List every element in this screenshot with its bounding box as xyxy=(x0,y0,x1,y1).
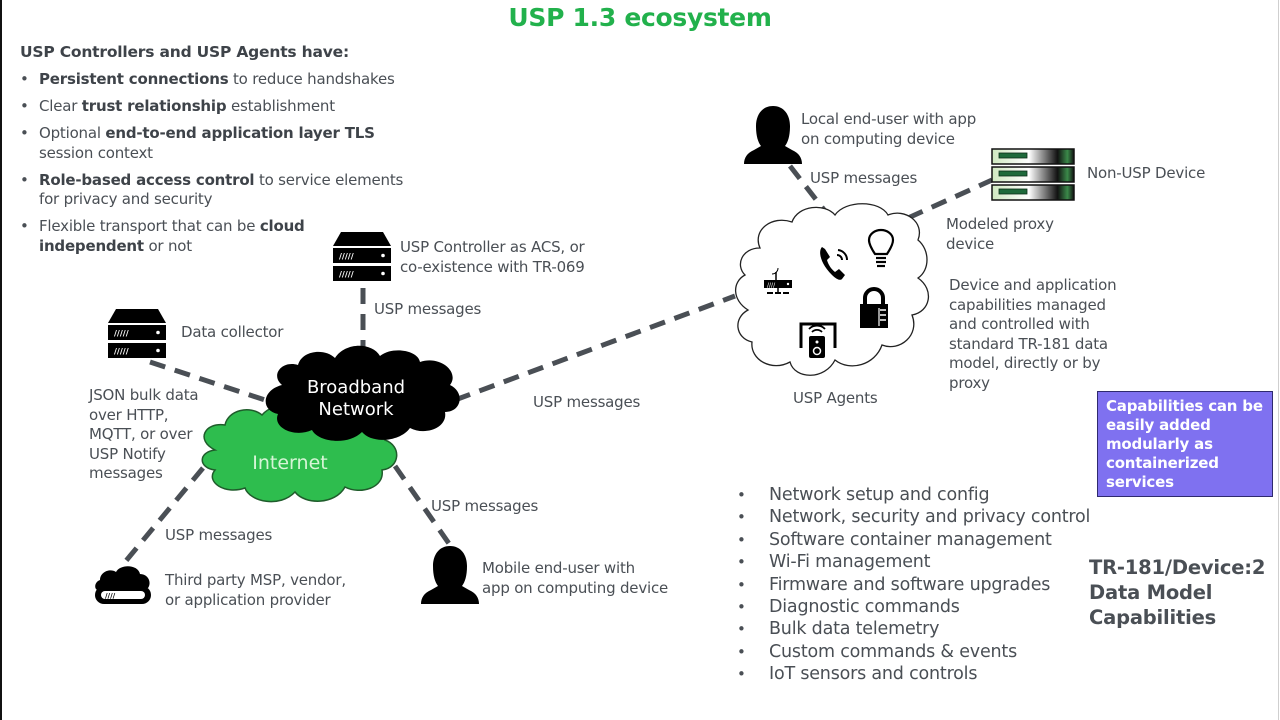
agents-description-line: Device and application xyxy=(949,276,1117,294)
connector-non-usp xyxy=(906,177,994,221)
slide-left-border xyxy=(0,0,2,720)
agents-description-line: and controlled with xyxy=(949,315,1090,333)
callout-line: containerized xyxy=(1106,454,1219,472)
svg-text:////: //// xyxy=(105,592,116,600)
mobile-user-label-line2: app on computing device xyxy=(482,578,669,597)
connector-mobile-user xyxy=(392,464,453,547)
capability-item: Network setup and config xyxy=(737,484,1090,507)
slide-title: USP 1.3 ecosystem xyxy=(508,3,772,32)
svg-text://///: ///// xyxy=(339,270,354,279)
non-usp-device-icon xyxy=(991,148,1075,201)
third-party-connector-label: USP messages xyxy=(165,526,273,544)
agents-description: Device and application capabilities mana… xyxy=(949,276,1117,393)
usp-agents-cloud xyxy=(734,203,929,376)
proxy-label: Modeled proxy device xyxy=(946,215,1054,254)
controller-label-line2: co-existence with TR-069 xyxy=(400,257,585,276)
capability-item: Wi-Fi management xyxy=(737,551,1090,574)
callout-line: modularly as xyxy=(1106,435,1213,453)
router-icon: //// xyxy=(764,267,792,294)
controller-connector-label: USP messages xyxy=(374,300,482,318)
bulk-data-line: messages xyxy=(89,464,163,482)
local-user-label-line2: on computing device xyxy=(801,129,955,148)
bulk-data-line: USP Notify xyxy=(89,444,166,463)
connector-third-party xyxy=(123,466,205,564)
connector-agents xyxy=(454,293,736,403)
heading-line: Capabilities xyxy=(1089,606,1217,629)
local-user-label: Local end-user with app on computing dev… xyxy=(801,110,976,149)
capability-item: Network, security and privacy control xyxy=(737,506,1090,529)
feature-item: Clear trust relationship establishment xyxy=(20,97,410,117)
broadband-label-line1: Broadband xyxy=(306,377,406,398)
lock-icon xyxy=(860,287,888,328)
feature-item: Flexible transport that can be cloud ind… xyxy=(20,217,329,256)
controller-label-line1: USP Controller as ACS, or xyxy=(400,238,585,256)
capability-item: Custom commands & events xyxy=(737,641,1090,664)
connector-data-collector xyxy=(149,359,266,403)
agents-description-line: capabilities managed xyxy=(949,295,1106,314)
heading-line: Data Model xyxy=(1089,581,1213,604)
proxy-label-line1: Modeled proxy xyxy=(946,215,1054,233)
feature-item: Optional end-to-end application layer TL… xyxy=(20,124,384,163)
feature-item: Persistent connections to reduce handsha… xyxy=(20,70,410,90)
capability-item: Diagnostic commands xyxy=(737,596,1090,619)
third-party-label: Third party MSP, vendor, or application … xyxy=(165,571,346,610)
svg-text://///: ///// xyxy=(114,329,129,338)
features-list: Persistent connections to reduce handsha… xyxy=(20,70,410,264)
tv-remote-icon xyxy=(799,322,837,358)
broadband-label-line2: Network xyxy=(318,399,394,420)
agents-description-line: model, directly or by xyxy=(949,354,1101,372)
internet-label: Internet xyxy=(252,452,328,474)
cloud-storage-icon: //// xyxy=(95,566,151,604)
third-party-label-line2: or application provider xyxy=(165,590,331,609)
broadband-network-label: Broadband Network xyxy=(296,377,416,421)
bulk-data-line: JSON bulk data xyxy=(89,386,199,404)
proxy-label-line2: device xyxy=(946,234,995,253)
agents-connector-label: USP messages xyxy=(533,393,641,411)
local-user-label-line1: Local end-user with app xyxy=(801,110,977,128)
capability-item: IoT sensors and controls xyxy=(737,663,1090,686)
mobile-user-label-line1: Mobile end-user with xyxy=(482,559,635,577)
features-heading: USP Controllers and USP Agents have: xyxy=(20,43,349,61)
lightbulb-icon xyxy=(867,228,895,268)
usp-agents-label: USP Agents xyxy=(793,389,878,407)
mobile-user-label: Mobile end-user with app on computing de… xyxy=(482,559,668,598)
mobile-user-person-icon xyxy=(421,546,479,604)
bulk-data-label: JSON bulk data over HTTP, MQTT, or over … xyxy=(89,386,199,484)
svg-text://///: ///// xyxy=(339,252,354,261)
third-party-label-line1: Third party MSP, vendor, xyxy=(165,571,346,589)
connector-local-user xyxy=(788,164,830,217)
controller-server-icon: ///// ///// xyxy=(333,232,391,281)
local-user-connector-label: USP messages xyxy=(810,169,918,187)
bulk-data-line: over HTTP, xyxy=(89,405,169,424)
capability-item: Software container management xyxy=(737,529,1090,552)
slide-right-border xyxy=(1278,0,1279,720)
data-collector-server-icon: ///// ///// xyxy=(108,309,166,358)
capabilities-list: Network setup and config Network, securi… xyxy=(737,484,1090,686)
data-collector-label: Data collector xyxy=(181,323,284,341)
non-usp-device-label: Non-USP Device xyxy=(1087,164,1206,182)
controller-label: USP Controller as ACS, or co-existence w… xyxy=(400,238,585,277)
broadband-network-cloud xyxy=(265,345,460,441)
agents-description-line: proxy xyxy=(949,373,990,392)
feature-item: Role-based access control to service ele… xyxy=(20,171,409,210)
capability-item: Firmware and software upgrades xyxy=(737,574,1090,597)
containerized-services-callout: Capabilities can be easily added modular… xyxy=(1097,391,1273,497)
bulk-data-line: MQTT, or over xyxy=(89,425,193,443)
mobile-user-connector-label: USP messages xyxy=(431,497,539,515)
local-user-person-icon xyxy=(744,106,802,164)
callout-line: services xyxy=(1106,473,1174,491)
phone-icon xyxy=(820,247,849,280)
heading-line: TR-181/Device:2 xyxy=(1089,556,1266,579)
capability-item: Bulk data telemetry xyxy=(737,618,1090,641)
agents-description-line: standard TR-181 data xyxy=(949,334,1108,353)
callout-line: Capabilities can be xyxy=(1106,397,1263,415)
callout-line: easily added xyxy=(1106,416,1211,434)
svg-text:////: //// xyxy=(767,282,776,289)
svg-text://///: ///// xyxy=(114,347,129,356)
data-model-capabilities-heading: TR-181/Device:2 Data Model Capabilities xyxy=(1089,555,1265,630)
